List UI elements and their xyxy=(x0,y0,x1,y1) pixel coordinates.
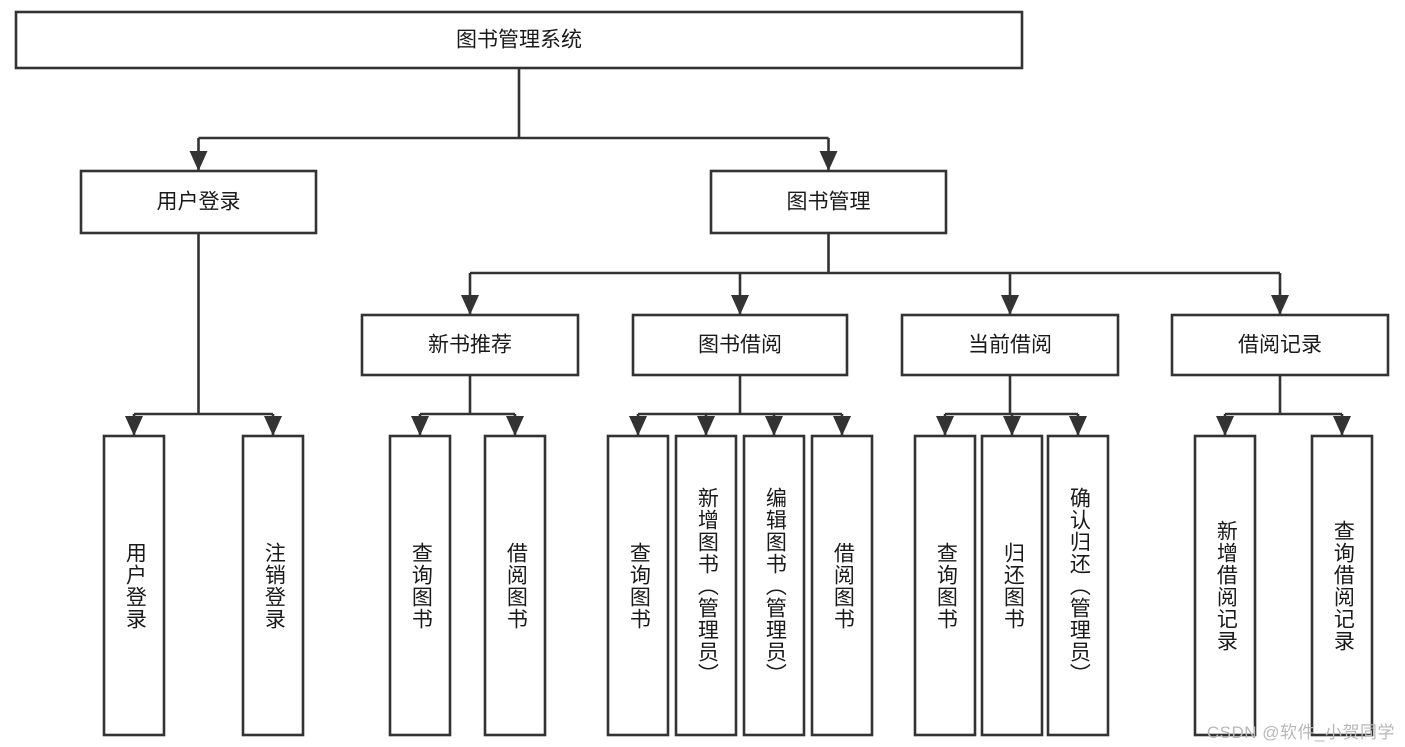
arrow-head-icon xyxy=(1001,295,1019,315)
arrow-head-icon xyxy=(1069,416,1087,436)
arrow-head-icon xyxy=(461,295,479,315)
node-borrow-record[interactable] xyxy=(1170,313,1390,377)
node-leaf-query-record[interactable] xyxy=(1310,434,1374,737)
node-leaf-query-book-3[interactable] xyxy=(913,434,977,737)
node-leaf-query-book-2[interactable] xyxy=(606,434,670,737)
connector-layer xyxy=(125,68,1351,436)
arrow-head-icon xyxy=(264,416,282,436)
arrow-head-icon xyxy=(1003,416,1021,436)
arrow-head-icon xyxy=(629,416,647,436)
node-book-manage[interactable] xyxy=(709,169,948,235)
node-leaf-edit-book[interactable] xyxy=(742,434,806,737)
node-root[interactable] xyxy=(14,10,1024,70)
arrow-head-icon xyxy=(819,151,838,171)
node-current-borrow[interactable] xyxy=(900,313,1120,377)
node-leaf-logout[interactable] xyxy=(241,434,305,737)
arrow-head-icon xyxy=(189,151,208,171)
node-leaf-confirm-return[interactable] xyxy=(1046,434,1110,737)
arrow-head-icon xyxy=(1271,295,1289,315)
node-leaf-add-book[interactable] xyxy=(674,434,738,737)
node-leaf-add-record[interactable] xyxy=(1193,434,1257,737)
node-new-book-recommend-label: 新书推荐 xyxy=(428,334,512,357)
arrow-head-icon xyxy=(765,416,783,436)
arrow-head-icon xyxy=(697,416,715,436)
node-user-login-label: 用户登录 xyxy=(157,191,241,214)
arrow-head-icon xyxy=(936,416,954,436)
arrow-head-icon xyxy=(731,295,749,315)
node-leaf-query-book-1[interactable] xyxy=(388,434,452,737)
arrow-head-icon xyxy=(1216,416,1234,436)
arrow-head-icon xyxy=(411,416,429,436)
node-book-borrow[interactable] xyxy=(631,313,849,377)
arrow-head-icon xyxy=(506,416,524,436)
watermark: CSDN @软件_小贺同学 xyxy=(1206,723,1395,742)
node-new-book-recommend[interactable] xyxy=(360,313,580,377)
node-book-borrow-label: 图书借阅 xyxy=(698,334,782,357)
node-root-label: 图书管理系统 xyxy=(456,29,582,52)
node-book-manage-label: 图书管理 xyxy=(787,191,871,214)
node-leaf-borrow-book-1[interactable] xyxy=(483,434,547,737)
node-borrow-record-label: 借阅记录 xyxy=(1238,334,1322,357)
arrow-head-icon xyxy=(833,416,851,436)
node-user-login[interactable] xyxy=(79,169,318,235)
box-layer xyxy=(14,10,1390,737)
node-leaf-user-login[interactable] xyxy=(102,434,166,737)
node-leaf-borrow-book-2[interactable] xyxy=(810,434,874,737)
arrow-head-icon xyxy=(1333,416,1351,436)
node-current-borrow-label: 当前借阅 xyxy=(968,334,1052,357)
arrow-head-icon xyxy=(125,416,143,436)
node-leaf-return-book[interactable] xyxy=(980,434,1044,737)
